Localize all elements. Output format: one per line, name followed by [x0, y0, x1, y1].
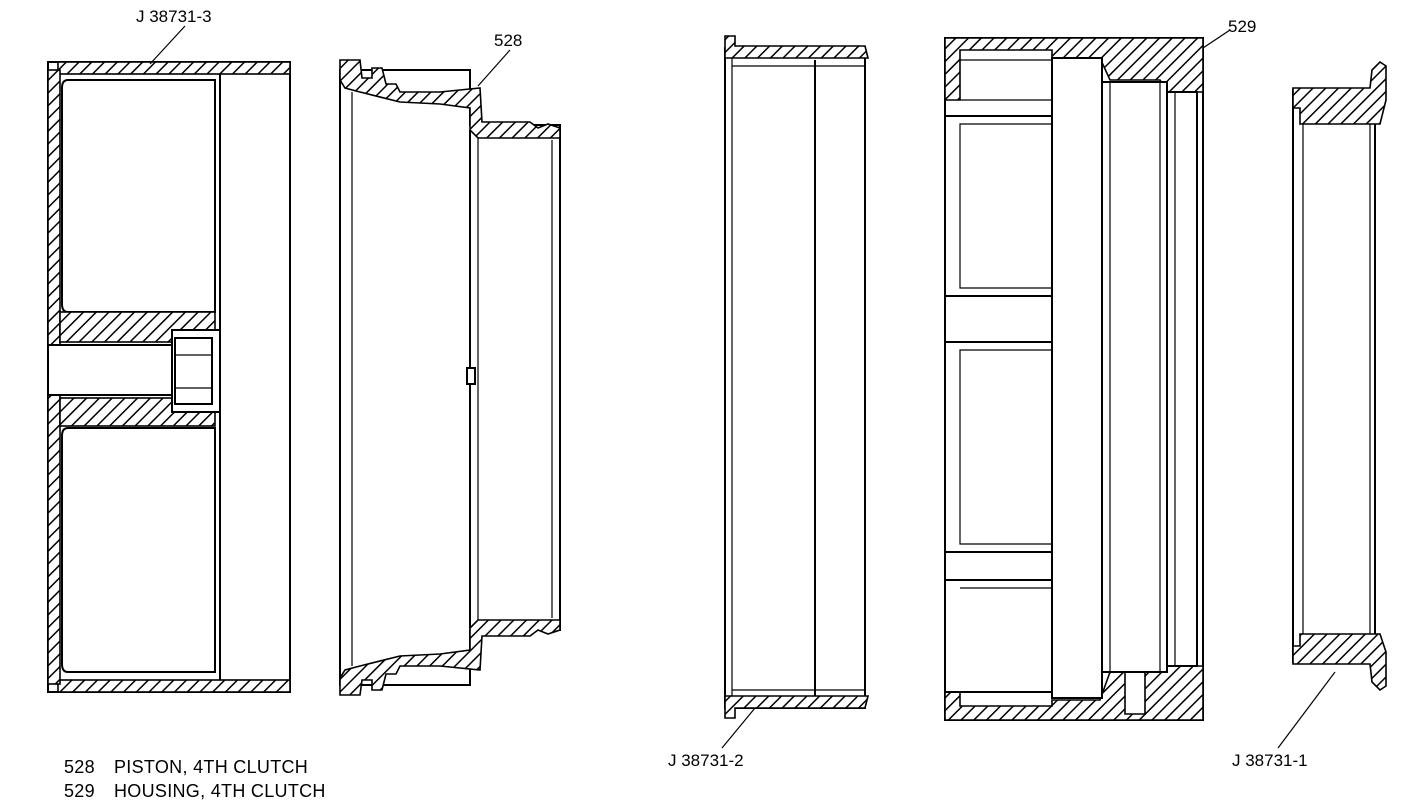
piston-528-drawing	[339, 59, 561, 696]
callout-tool-3: J 38731-3	[136, 7, 212, 26]
housing-529-drawing	[944, 37, 1204, 721]
legend-item-528: 528 PISTON, 4TH CLUTCH	[64, 755, 326, 779]
leader-lines	[149, 25, 1336, 749]
callout-tool-1: J 38731-1	[1232, 751, 1308, 770]
callout-tool-2: J 38731-2	[668, 751, 744, 770]
tool-j38731-3-drawing	[47, 61, 291, 693]
legend-number: 529	[64, 781, 95, 801]
tool-j38731-2-drawing	[724, 35, 870, 719]
callout-528: 528	[494, 31, 522, 50]
leader-tool-1	[1277, 671, 1336, 749]
leader-528	[477, 49, 511, 87]
tool-j38731-1-drawing	[1292, 60, 1387, 692]
legend-item-529: 529 HOUSING, 4TH CLUTCH	[64, 779, 326, 803]
callout-529: 529	[1228, 17, 1256, 36]
legend-description: HOUSING, 4TH CLUTCH	[114, 781, 326, 801]
legend-description: PISTON, 4TH CLUTCH	[114, 757, 309, 777]
leader-tool-3	[149, 25, 186, 65]
leader-529	[1202, 29, 1231, 49]
parts-legend: 528 PISTON, 4TH CLUTCH 529 HOUSING, 4TH CL…	[64, 755, 326, 803]
leader-tool-2	[721, 707, 756, 749]
legend-number: 528	[64, 757, 95, 777]
